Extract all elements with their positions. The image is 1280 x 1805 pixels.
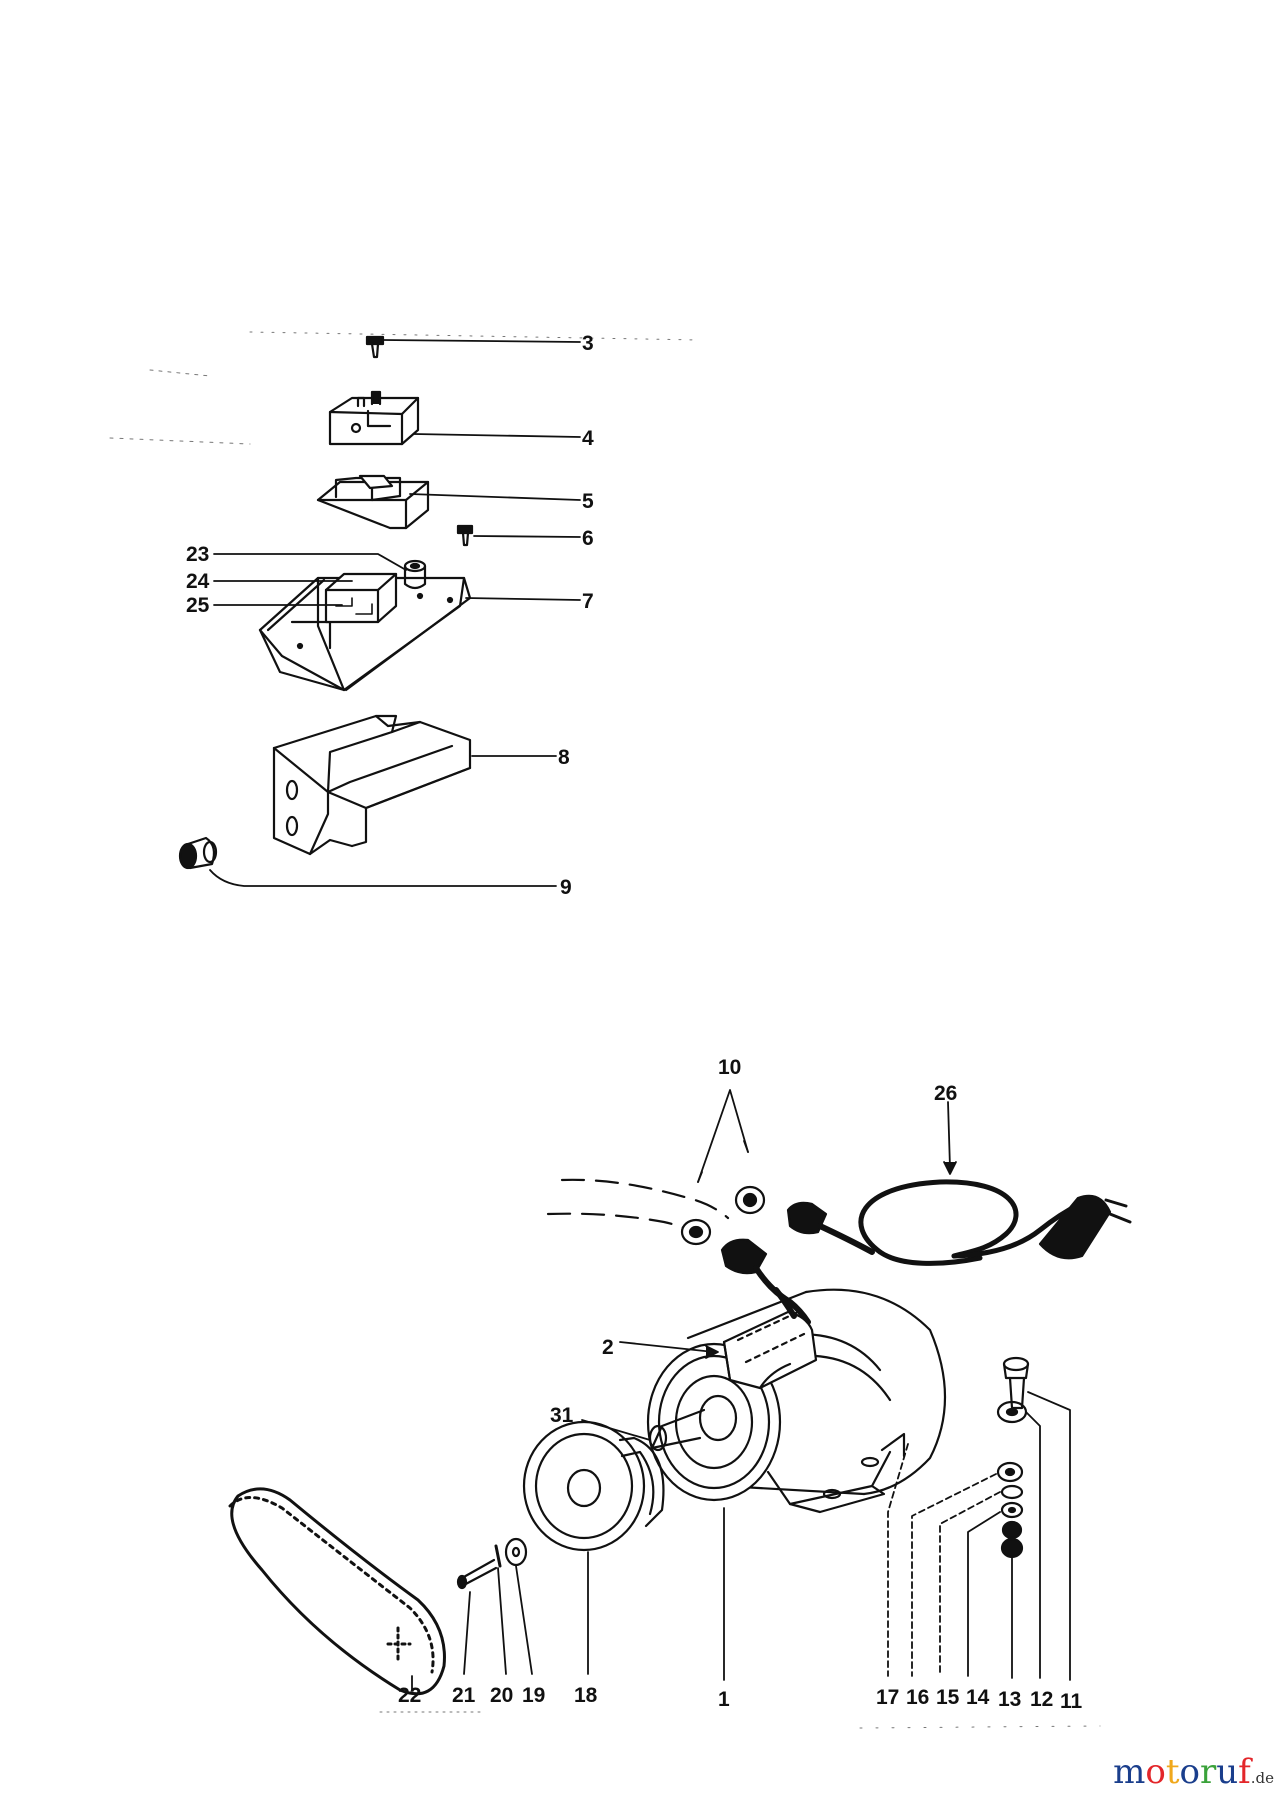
callout-3: 3: [582, 332, 594, 355]
part-3-screw: [365, 335, 385, 359]
callout-10: 10: [718, 1056, 741, 1079]
part-10-cable-gland: [680, 1185, 766, 1246]
part-26-power-cord: [858, 1179, 1132, 1266]
callout-17: 17: [876, 1686, 899, 1709]
callout-14: 14: [966, 1686, 990, 1709]
part-11-bolt: [1002, 1356, 1030, 1410]
part-15-spring-washer: [1000, 1484, 1024, 1500]
callout-12: 12: [1030, 1688, 1053, 1711]
part-2-terminal-box: [722, 1287, 818, 1390]
callout-19: 19: [522, 1684, 545, 1707]
callout-24: 24: [186, 570, 210, 593]
callout-22: 22: [398, 1684, 421, 1707]
watermark-letter: u: [1216, 1752, 1239, 1792]
callout-1: 1: [718, 1688, 730, 1711]
watermark-letter: o: [1179, 1752, 1200, 1792]
callout-15: 15: [936, 1686, 960, 1709]
callout-9: 9: [560, 876, 572, 899]
part-7-switch-housing: [258, 559, 472, 692]
part-18-pulley: [522, 1420, 665, 1552]
part-22-v-belt: [228, 1487, 446, 1696]
part-6-screw: [456, 524, 474, 547]
callout-13: 13: [998, 1688, 1021, 1711]
part-21-bolt: [456, 1558, 498, 1590]
callout-4: 4: [582, 427, 594, 450]
part-19-washer: [504, 1537, 528, 1567]
callout-21: 21: [452, 1684, 476, 1707]
callout-25: 25: [186, 594, 210, 617]
callout-23: 23: [186, 543, 209, 566]
motor-connector: [720, 1201, 875, 1325]
watermark-letter: r: [1199, 1752, 1217, 1792]
callout-6: 6: [582, 527, 594, 550]
watermark-suffix: .de: [1250, 1769, 1274, 1787]
leader-lines: [209, 339, 1071, 1691]
part-5-switch-insert: [316, 474, 430, 530]
part-8-bracket-tray: [272, 714, 472, 856]
part-14-washer: [1000, 1501, 1024, 1519]
part-16-washer: [996, 1461, 1024, 1483]
watermark-letter: o: [1145, 1752, 1166, 1792]
callout-7: 7: [582, 590, 594, 613]
callout-labels: 3 4 5 6 7 8 9 23 24 25 10 26 2 31 22 21 …: [186, 332, 1083, 1713]
watermark-letter: m: [1113, 1752, 1146, 1792]
callout-8: 8: [558, 746, 570, 769]
callout-5: 5: [582, 490, 594, 513]
callout-11: 11: [1060, 1690, 1083, 1713]
callout-16: 16: [906, 1686, 929, 1709]
callout-20: 20: [490, 1684, 513, 1707]
part-13-nut: [1000, 1520, 1024, 1559]
callout-2: 2: [602, 1336, 614, 1359]
part-9-grommet: [178, 836, 218, 870]
watermark-letter: f: [1238, 1752, 1251, 1792]
motoruf-watermark-logo: motoruf.de: [1113, 1752, 1274, 1792]
callout-31: 31: [550, 1404, 574, 1427]
part-4-switch-cover: [328, 390, 420, 446]
callout-18: 18: [574, 1684, 598, 1707]
scan-noise: [109, 331, 1101, 1729]
part-20-spring-washer: [494, 1544, 502, 1568]
watermark-letter: t: [1165, 1752, 1180, 1792]
callout-26: 26: [934, 1082, 957, 1105]
